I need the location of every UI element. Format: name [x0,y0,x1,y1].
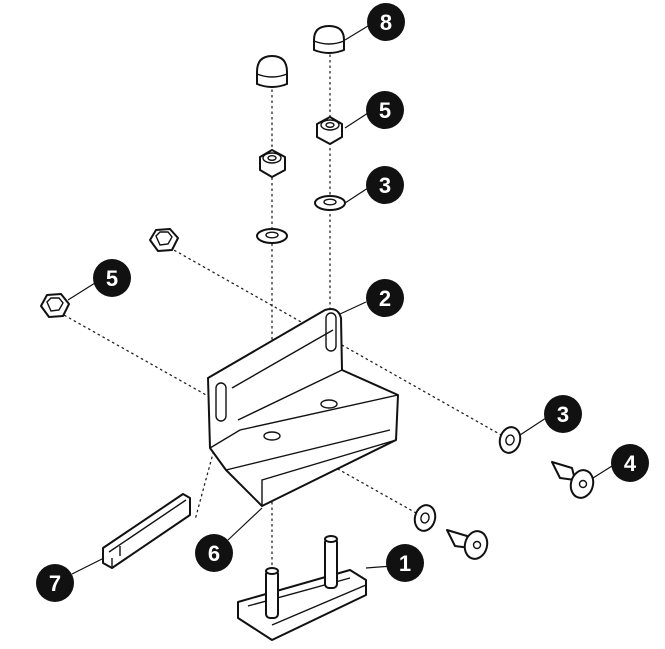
callout-3-lower: 3 [544,395,582,433]
callout-1-label: 1 [399,551,411,576]
callout-8: 8 [367,3,405,41]
callout-6: 6 [195,534,233,572]
sliding-rail [102,493,191,569]
side-nut-lower [40,293,70,318]
callout-7-label: 7 [49,571,61,596]
main-bracket [207,308,399,507]
base-slider [237,535,367,641]
callout-4-label: 4 [624,451,637,476]
acorn-cap-right [313,25,345,54]
nyloc-nut-left [259,149,286,178]
callout-3-lower-label: 3 [557,402,569,427]
nyloc-nut-right [316,116,343,145]
callout-8-label: 8 [380,10,392,35]
button-head-bolt-upper [551,461,595,499]
callout-3-upper: 3 [366,166,404,204]
button-head-bolt-lower [446,529,489,560]
callout-4: 4 [611,444,649,482]
callout-5-lower: 5 [93,259,131,297]
callout-5-lower-label: 5 [106,266,118,291]
washer-right [314,195,346,211]
callout-3-upper-label: 3 [379,173,391,198]
callout-6-label: 6 [208,541,220,566]
callout-5-upper-label: 5 [379,98,391,123]
callout-2-label: 2 [379,286,391,311]
washer-side-lower [413,504,437,532]
callout-leaders [67,25,613,575]
callout-7: 7 [36,564,74,602]
callout-2: 2 [366,279,404,317]
callout-1: 1 [386,544,424,582]
side-nut-upper [149,228,179,252]
washer-left [256,228,288,244]
washer-side-upper [498,426,522,454]
acorn-cap-left [256,55,288,88]
callout-5-upper: 5 [366,91,404,129]
assembly-axis-lines [54,54,511,591]
